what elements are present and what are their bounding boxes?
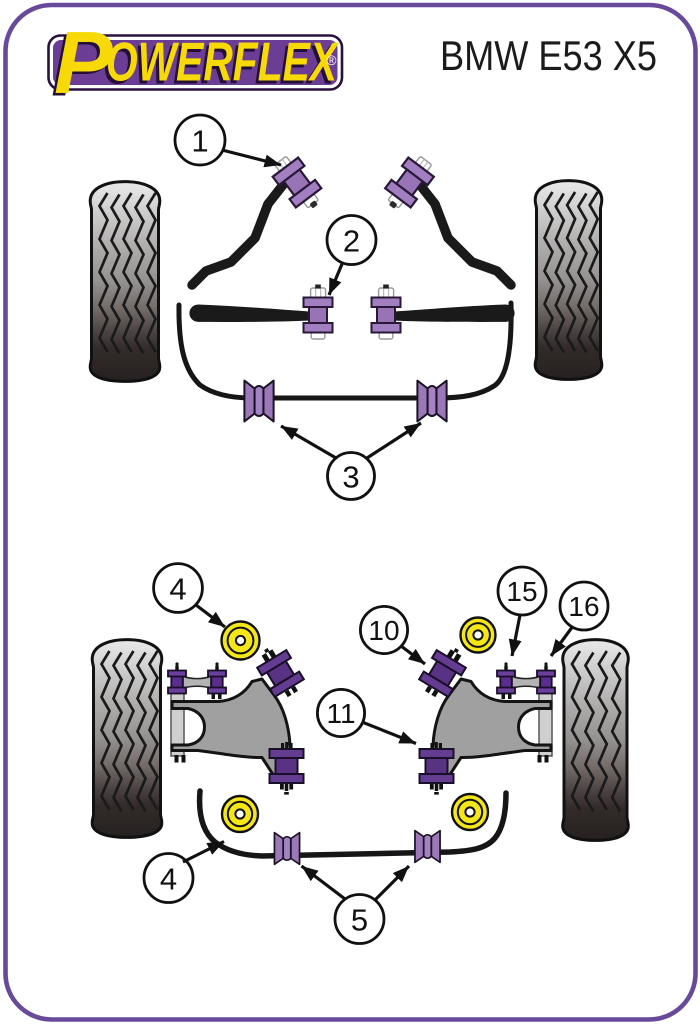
svg-text:3: 3 [342, 459, 359, 494]
svg-text:P: P [54, 13, 113, 112]
svg-text:4: 4 [160, 861, 177, 896]
svg-text:BMW E53 X5: BMW E53 X5 [440, 32, 657, 79]
svg-text:OWERFLEX: OWERFLEX [106, 31, 339, 93]
svg-text:®: ® [327, 53, 337, 68]
svg-text:5: 5 [351, 902, 368, 937]
svg-text:10: 10 [368, 615, 399, 646]
svg-text:4: 4 [169, 571, 186, 606]
svg-text:1: 1 [191, 123, 208, 158]
svg-text:P: P [51, 16, 110, 115]
svg-text:11: 11 [326, 698, 355, 729]
svg-text:OWERFLEX: OWERFLEX [103, 34, 336, 96]
svg-text:2: 2 [343, 223, 360, 258]
svg-text:16: 16 [568, 591, 599, 622]
svg-text:15: 15 [506, 576, 537, 607]
